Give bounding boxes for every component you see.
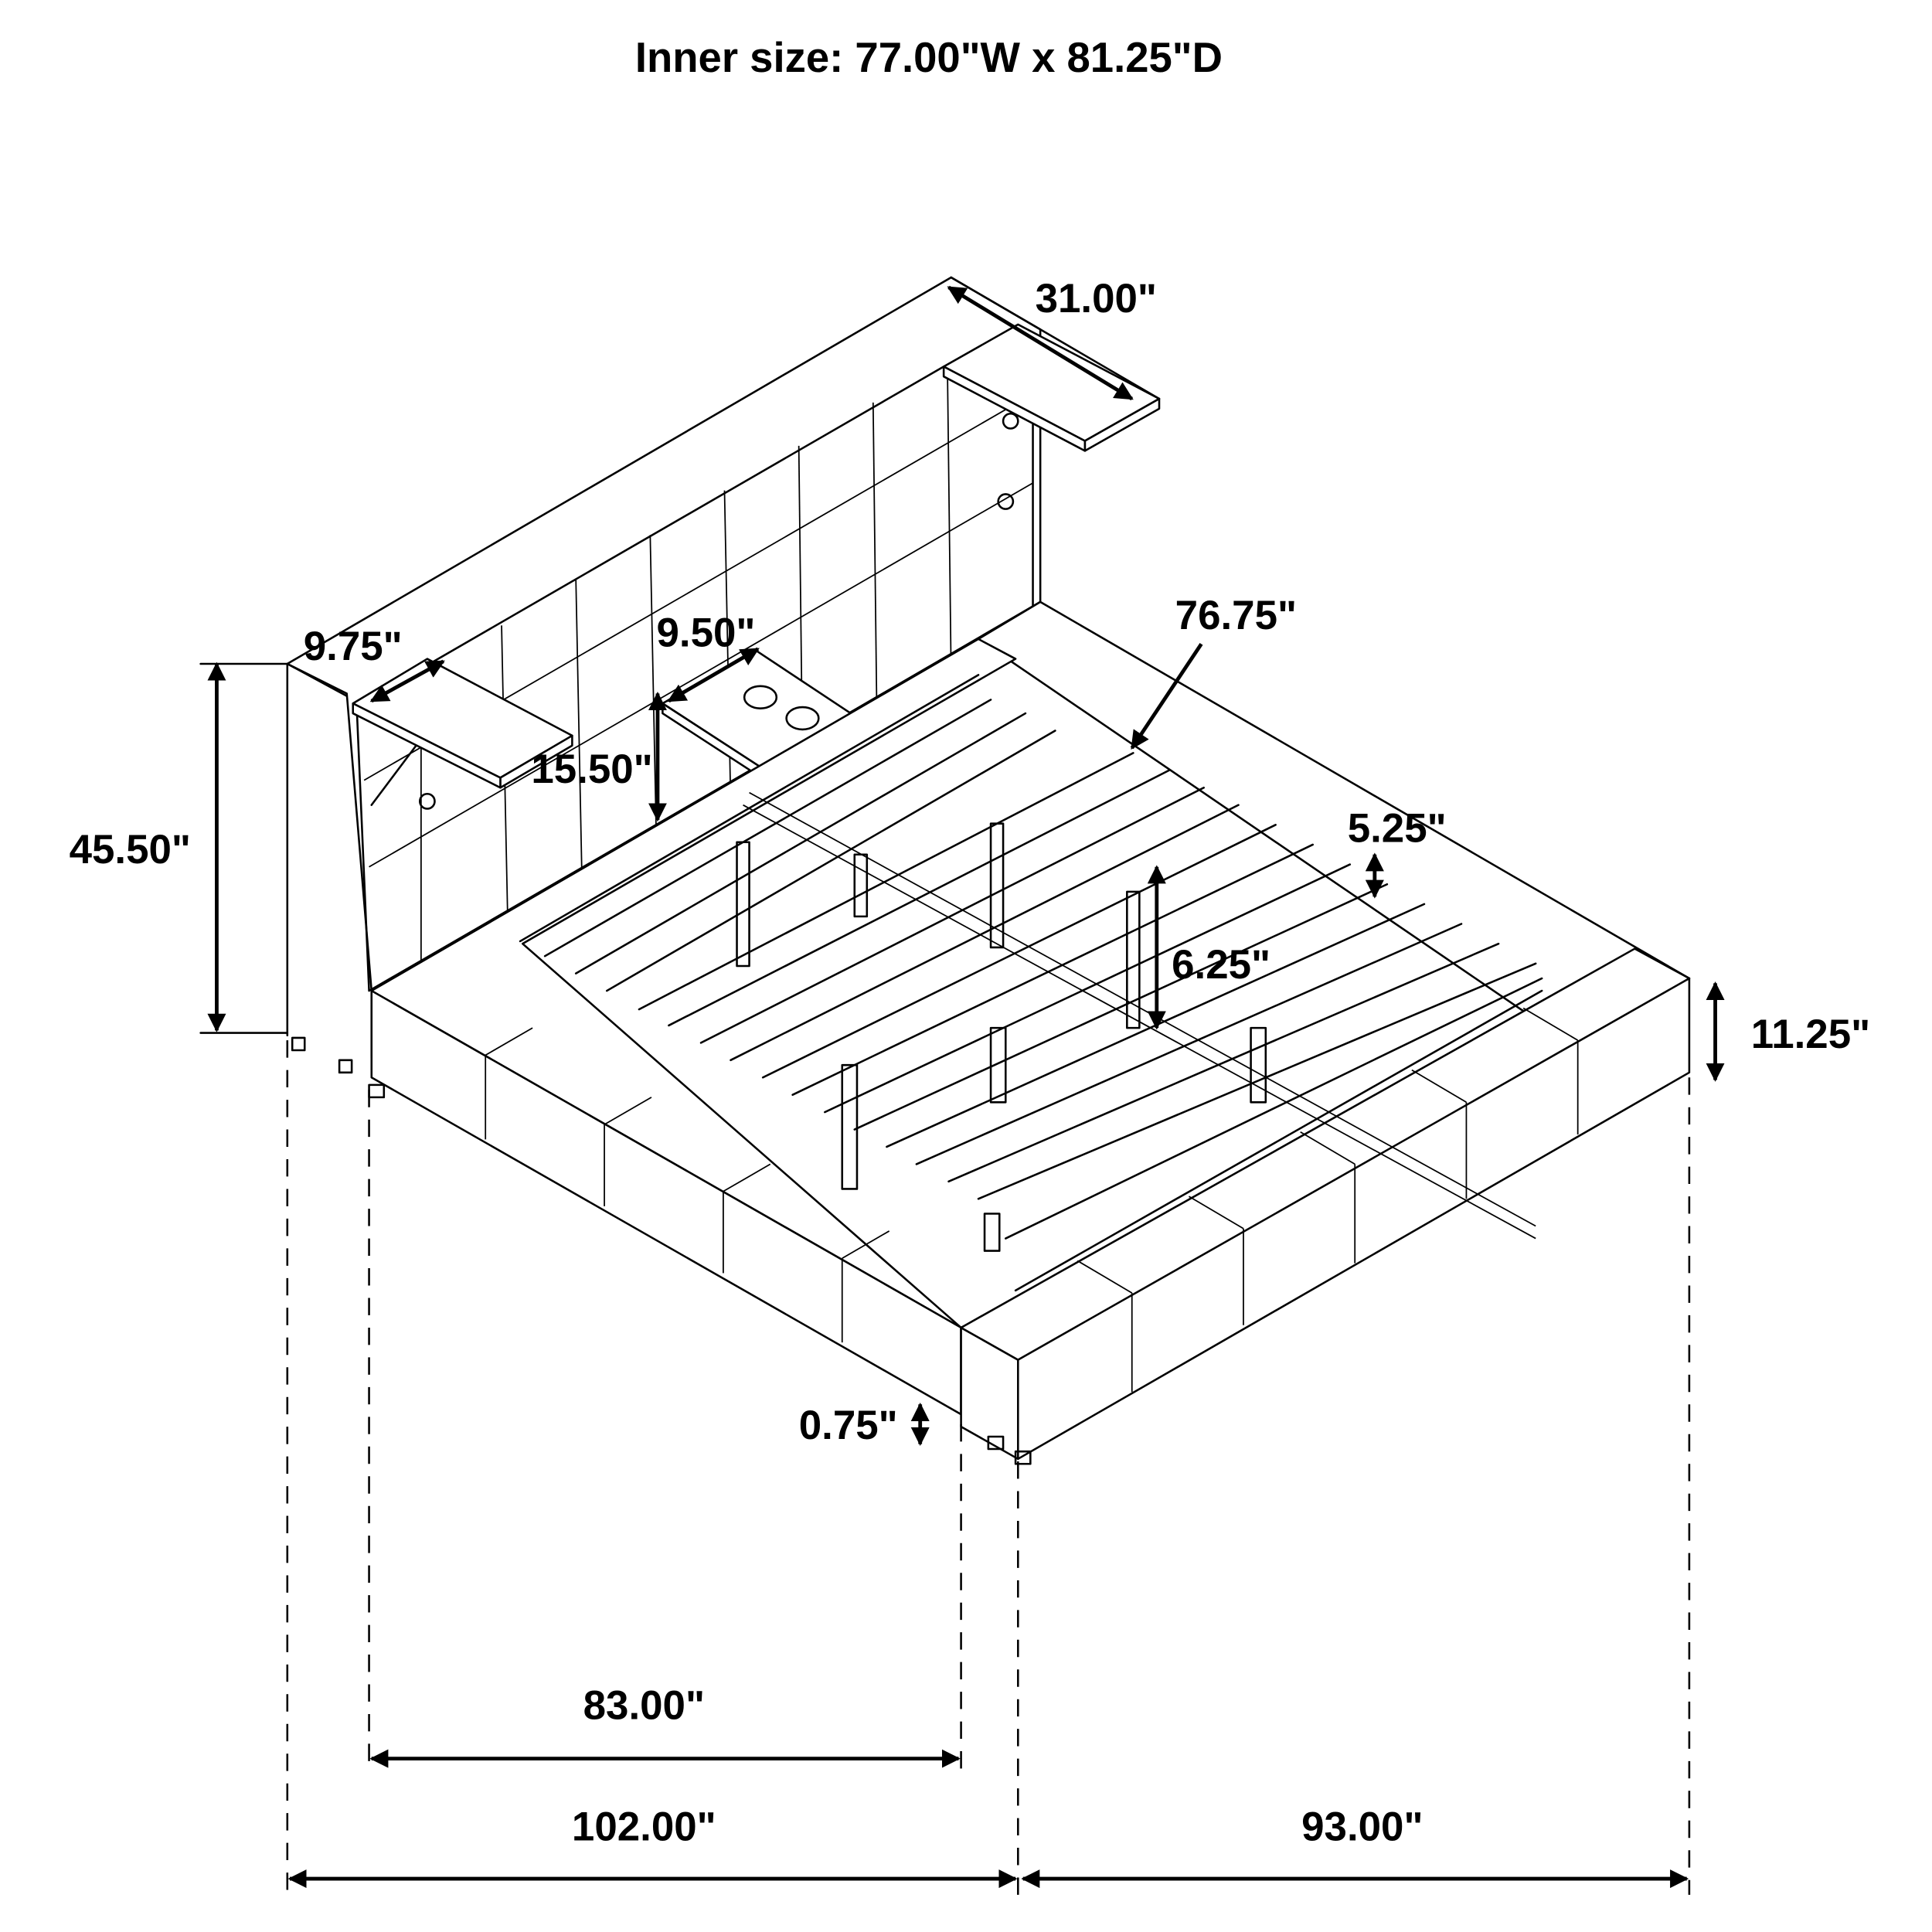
label-side-rail-height: 11.25" — [1751, 1012, 1870, 1057]
dimension-lines — [199, 285, 1725, 1895]
cup-holder-2 — [785, 706, 820, 731]
label-overall-length: 102.00" — [572, 1804, 716, 1849]
slats — [519, 674, 1543, 1292]
label-shelf-height: 15.50" — [531, 747, 652, 792]
label-slat-spacing: 5.25" — [1348, 806, 1447, 852]
label-shelf-depth-right: 9.50" — [656, 611, 755, 656]
inner-size-title: Inner size: 77.00"W x 81.25"D — [635, 34, 1223, 81]
label-inner-length: 83.00" — [583, 1682, 705, 1728]
headboard — [286, 276, 1161, 1037]
label-headboard-height: 45.50" — [70, 827, 191, 872]
label-overall-width: 93.00" — [1301, 1804, 1423, 1849]
dimension-labels: 31.00" 9.75" 9.50" 15.50" 45.50" 76.75" … — [70, 276, 1871, 1850]
label-leg-clearance: 0.75" — [799, 1403, 898, 1448]
label-shelf-depth-left: 9.75" — [304, 624, 403, 669]
label-slat-length: 76.75" — [1175, 593, 1297, 638]
label-support-leg-height: 6.25" — [1172, 942, 1270, 988]
label-shelf-width: 31.00" — [1036, 276, 1157, 321]
